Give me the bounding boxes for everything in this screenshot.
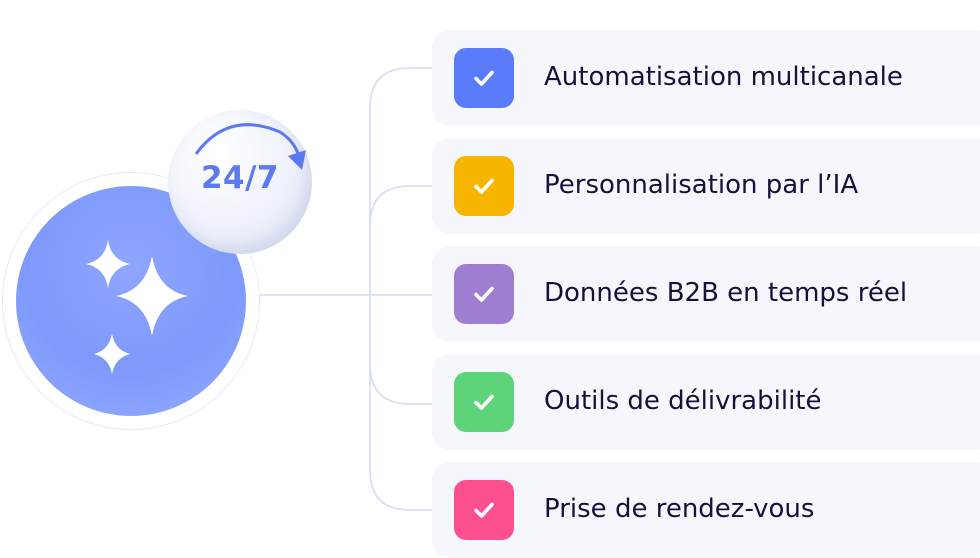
check-icon xyxy=(474,502,494,518)
feature-label: Prise de rendez-vous xyxy=(544,494,815,524)
availability-badge: 24/7 xyxy=(168,110,312,254)
feature-card: Outils de délivrabilité xyxy=(432,354,980,450)
check-badge xyxy=(454,156,514,216)
feature-card: Données B2B en temps réel xyxy=(432,246,980,342)
sparkle-icon xyxy=(86,240,188,374)
feature-label: Automatisation multicanale xyxy=(544,62,903,92)
feature-label: Données B2B en temps réel xyxy=(544,278,908,308)
feature-card: Prise de rendez-vous xyxy=(432,462,980,558)
badge-text: 24/7 xyxy=(200,160,280,196)
check-badge xyxy=(454,264,514,324)
feature-label: Personnalisation par l’IA xyxy=(544,170,859,200)
check-badge xyxy=(454,480,514,540)
feature-label: Outils de délivrabilité xyxy=(544,386,822,416)
check-icon xyxy=(474,286,494,302)
check-badge xyxy=(454,372,514,432)
check-icon xyxy=(474,178,494,194)
cycle-arrow-icon xyxy=(194,123,306,170)
feature-card: Automatisation multicanale xyxy=(432,30,980,126)
check-icon xyxy=(474,70,494,86)
check-icon xyxy=(474,394,494,410)
feature-card: Personnalisation par l’IA xyxy=(432,138,980,234)
check-badge xyxy=(454,48,514,108)
